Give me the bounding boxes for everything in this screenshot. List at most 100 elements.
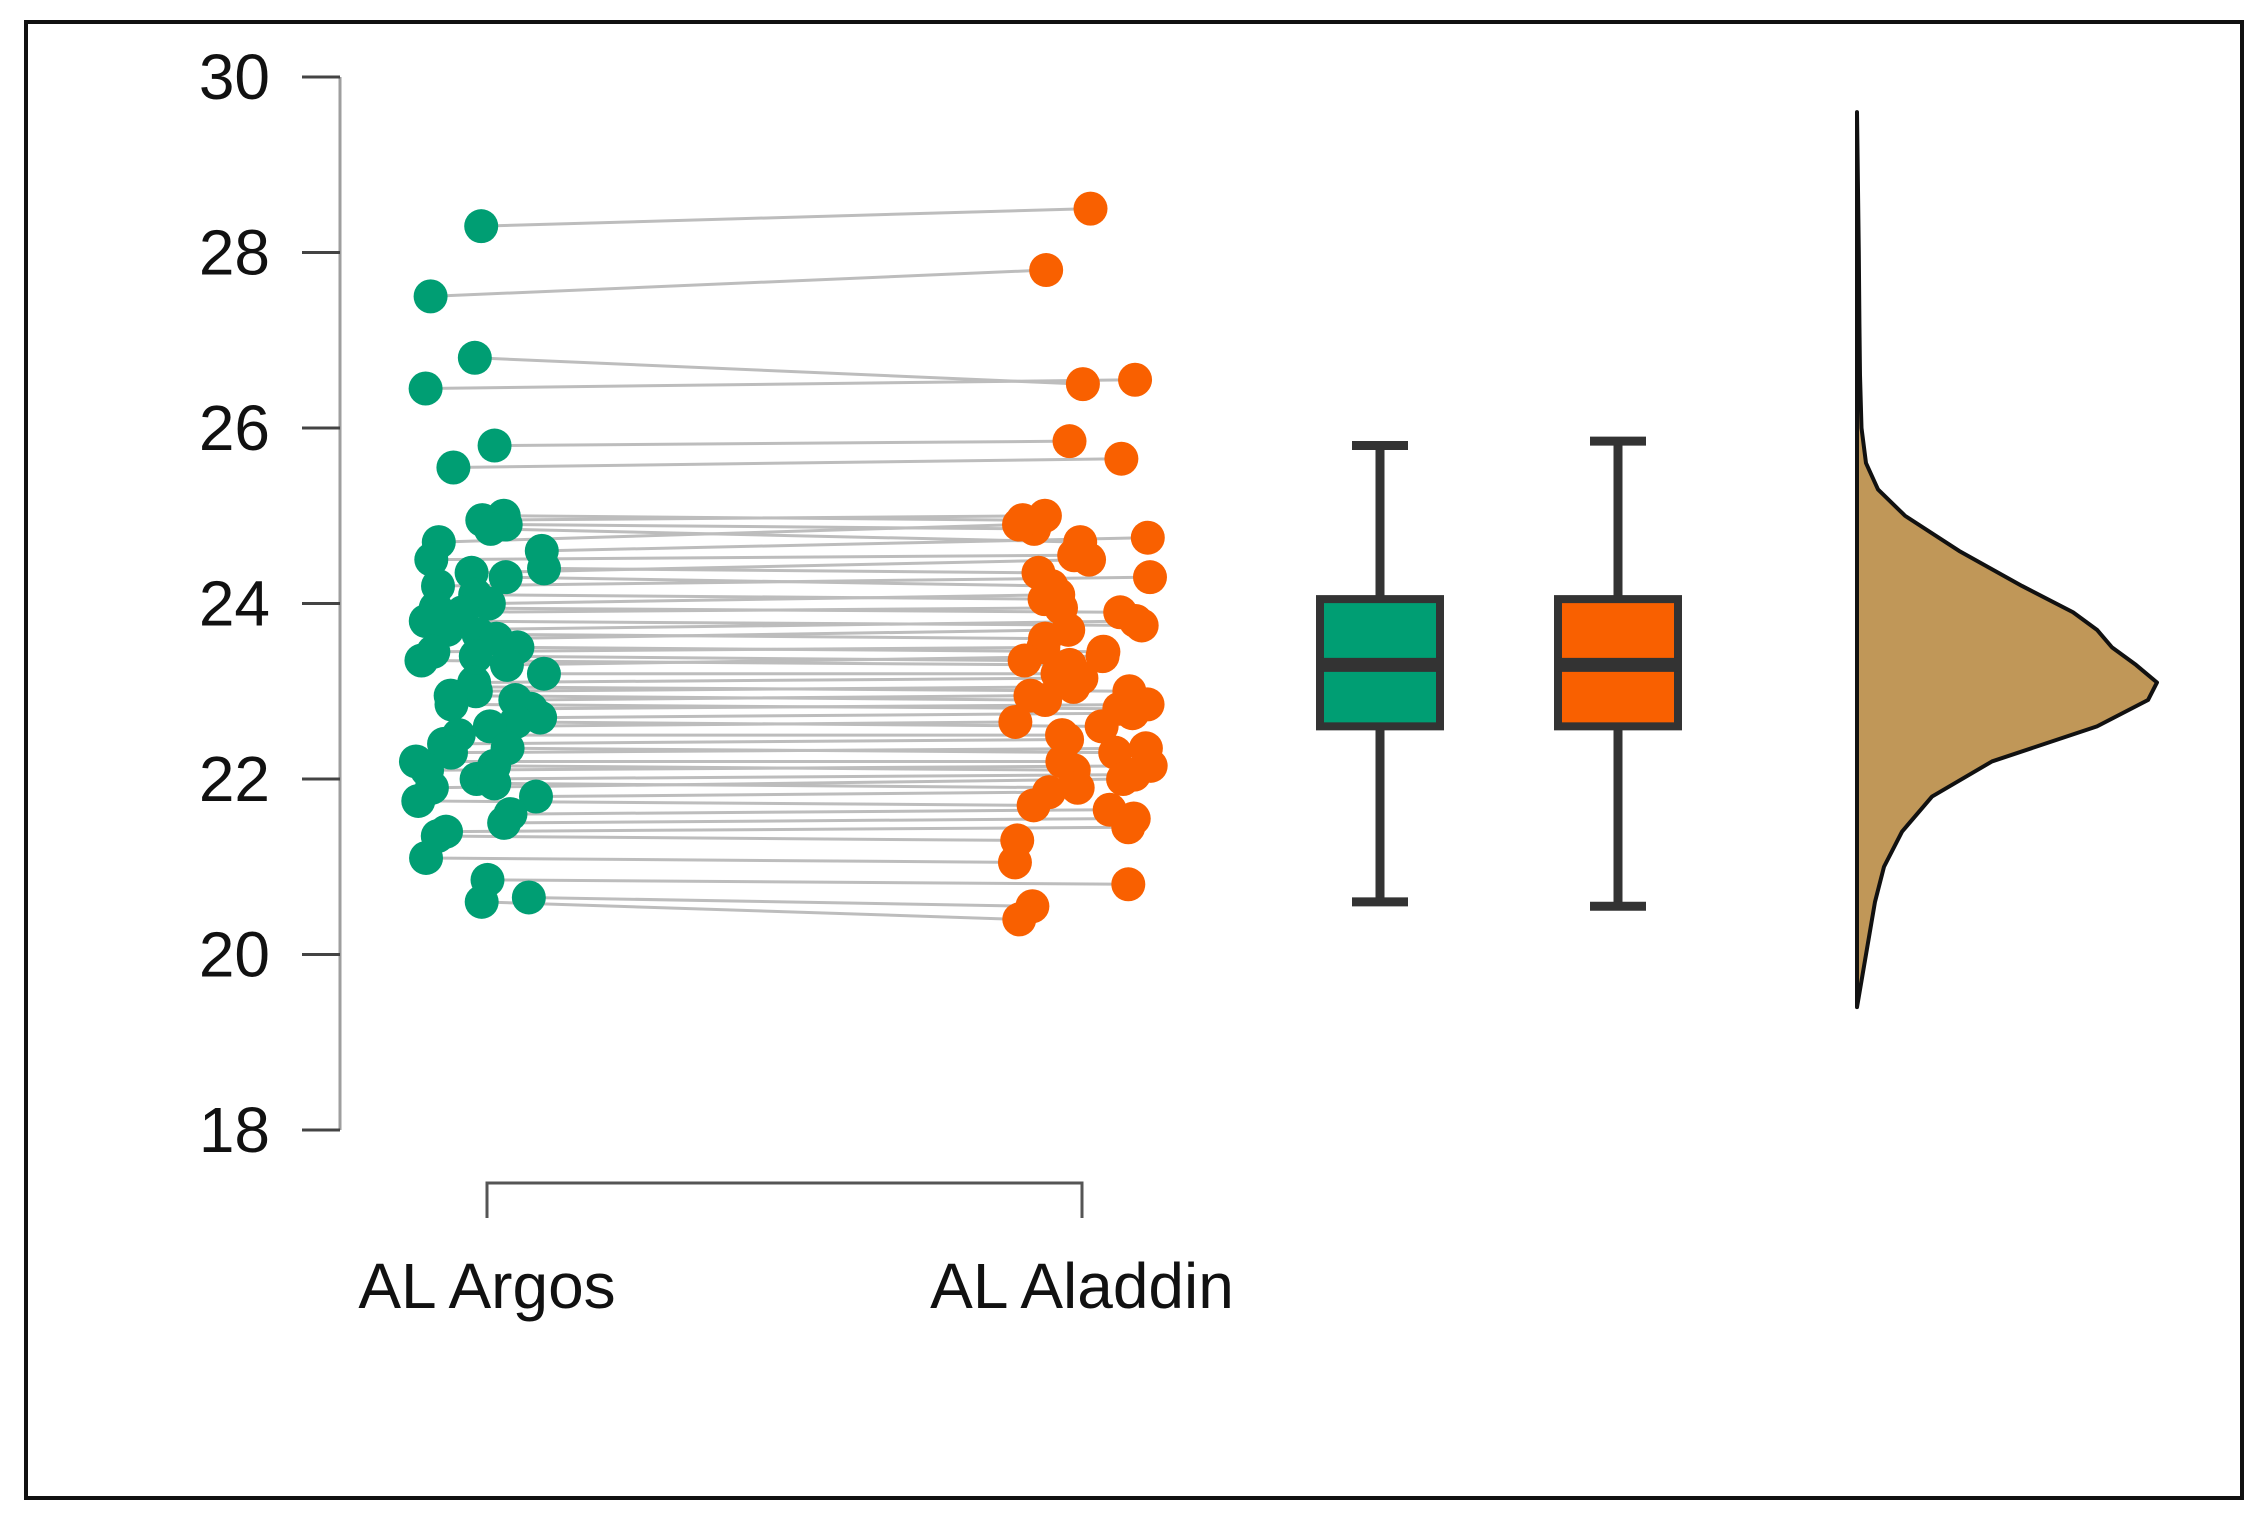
point-al-argos: [436, 450, 471, 485]
point-al-argos: [471, 586, 506, 621]
point-al-aladdin: [1104, 441, 1139, 476]
pair-line: [528, 895, 1033, 908]
pair-line: [496, 628, 1069, 641]
point-al-aladdin: [1118, 362, 1153, 397]
y-tick-label: 30: [199, 41, 270, 113]
point-al-aladdin: [1106, 762, 1141, 796]
point-al-argos: [404, 643, 439, 678]
point-al-aladdin: [1065, 367, 1100, 402]
pair-line: [478, 632, 1046, 641]
point-al-argos: [511, 880, 546, 915]
point-al-aladdin: [997, 845, 1032, 880]
y-tick-label: 22: [199, 743, 270, 815]
y-tick-label: 26: [199, 392, 270, 464]
x-category-label: AL Argos: [358, 1250, 615, 1322]
point-al-aladdin: [1111, 867, 1146, 902]
pair-line: [433, 645, 1044, 654]
pair-line: [427, 764, 1151, 772]
pair-line: [474, 676, 1082, 684]
pair-line: [450, 746, 1146, 755]
point-al-argos: [458, 639, 493, 674]
point-al-argos: [434, 735, 469, 770]
point-al-argos: [473, 511, 508, 546]
point-al-aladdin: [1072, 542, 1107, 577]
pair-line: [535, 790, 1050, 799]
point-al-aladdin: [1007, 643, 1042, 678]
pair-line: [510, 808, 1110, 816]
x-axis-bracket: [485, 1181, 1084, 1218]
pair-line: [426, 856, 1015, 864]
boxplot-al-argos: [1316, 441, 1444, 907]
point-al-aladdin: [1029, 253, 1064, 288]
pair-line: [494, 439, 1070, 448]
pair-line: [474, 356, 1083, 386]
y-tick-label: 24: [199, 568, 270, 640]
boxplots: [1316, 436, 1682, 911]
y-tick-label: 18: [199, 1094, 270, 1166]
pair-line: [494, 781, 1078, 790]
pair-line: [487, 878, 1129, 886]
pair-line: [482, 514, 1045, 522]
point-al-aladdin: [1084, 709, 1119, 744]
boxplot-al-aladdin: [1554, 436, 1682, 911]
pair-line: [481, 207, 1091, 228]
point-al-aladdin: [1060, 770, 1095, 805]
point-al-argos: [487, 805, 522, 840]
data-points: [398, 191, 1168, 937]
point-al-aladdin: [998, 704, 1033, 739]
point-al-aladdin: [1132, 560, 1167, 595]
y-tick-label: 20: [199, 919, 270, 991]
point-al-argos: [409, 840, 444, 875]
y-axis: 18 20 22 24 26 28 30: [199, 41, 342, 1166]
point-al-aladdin: [1013, 678, 1048, 713]
point-al-aladdin: [1085, 639, 1120, 674]
pair-lines: [415, 207, 1151, 921]
pair-line: [453, 457, 1122, 469]
point-al-argos: [457, 340, 492, 375]
point-al-aladdin: [1002, 507, 1037, 542]
pair-line: [515, 694, 1031, 702]
pair-line: [475, 685, 1074, 693]
point-al-argos: [498, 704, 533, 739]
point-al-argos: [477, 766, 512, 801]
pair-line: [471, 558, 1090, 575]
point-al-argos: [464, 884, 499, 919]
point-al-argos: [401, 783, 436, 818]
x-axis: AL Argos AL Aladdin: [358, 1181, 1234, 1322]
point-al-argos: [434, 687, 469, 722]
pair-line: [481, 900, 1020, 921]
density-area: [1855, 110, 2159, 1010]
density-cloud: [1855, 110, 2159, 1010]
y-tick-label: 28: [199, 217, 270, 289]
point-al-argos: [414, 542, 449, 577]
pair-line: [541, 536, 1148, 553]
pair-line: [488, 593, 1059, 605]
point-al-aladdin: [1056, 669, 1091, 704]
point-al-aladdin: [1111, 810, 1146, 845]
point-al-aladdin: [1002, 902, 1037, 937]
pair-line: [462, 606, 1062, 614]
point-al-aladdin: [1118, 604, 1153, 639]
point-al-argos: [489, 647, 524, 682]
point-al-argos: [413, 279, 448, 314]
pair-line: [540, 711, 1133, 720]
pair-line: [425, 378, 1136, 391]
pair-line: [437, 834, 1018, 842]
pair-line: [430, 268, 1047, 298]
point-al-aladdin: [1051, 612, 1086, 647]
pair-line: [489, 720, 1016, 728]
pair-line: [506, 654, 1103, 667]
pair-line: [444, 738, 1068, 746]
pair-line: [476, 773, 1135, 781]
point-al-aladdin: [1016, 788, 1051, 823]
point-al-argos: [488, 560, 523, 595]
x-category-label: AL Aladdin: [930, 1250, 1234, 1322]
point-al-argos: [527, 551, 562, 586]
point-al-argos: [477, 428, 512, 463]
pair-line: [475, 593, 1045, 601]
point-al-argos: [526, 656, 561, 691]
point-al-aladdin: [1130, 520, 1165, 555]
point-al-aladdin: [1073, 191, 1108, 226]
point-al-argos: [464, 209, 499, 244]
